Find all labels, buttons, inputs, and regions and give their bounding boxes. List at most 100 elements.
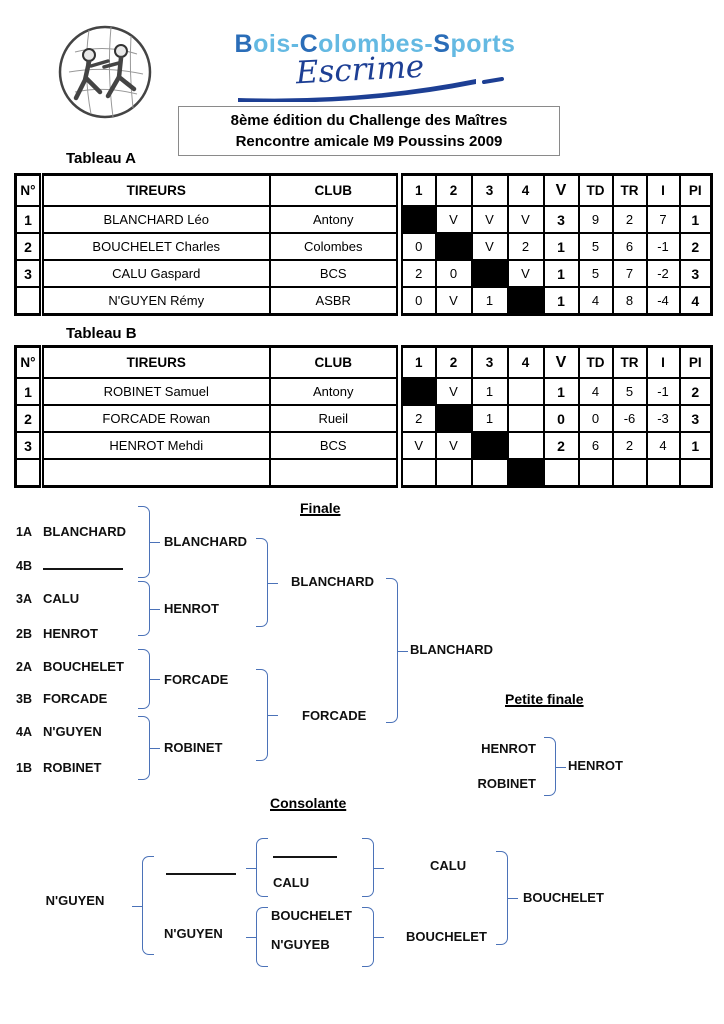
cell: 2: [14, 232, 43, 261]
cell: [678, 458, 713, 488]
bracket-winner: FORCADE: [164, 672, 229, 687]
bracket-brace: [138, 581, 160, 636]
cell: 9: [577, 205, 614, 234]
bracket-winner: BOUCHELET: [406, 929, 487, 944]
cell: [268, 458, 401, 488]
bracket-brace: [496, 851, 518, 945]
cell: V: [396, 431, 437, 460]
cell: 4: [678, 286, 713, 316]
petite-finale-title: Petite finale: [505, 691, 584, 707]
column-header: TR: [611, 345, 648, 379]
cell: 0: [577, 404, 614, 433]
cell: V: [470, 232, 509, 261]
cell: V: [434, 286, 473, 316]
bracket-winner: FORCADE: [302, 708, 367, 723]
cell: 2: [14, 404, 43, 433]
cell: 2: [611, 431, 648, 460]
cell: 2: [678, 377, 713, 406]
bracket-winner: BLANCHARD: [291, 574, 375, 589]
cell: 2: [396, 404, 437, 433]
cell: 1: [542, 232, 580, 261]
bracket-winner: ROBINET: [164, 740, 223, 755]
cell: HENROT Mehdi: [39, 431, 271, 460]
bracket-winner: HENROT: [568, 758, 623, 773]
column-header: TIREURS: [39, 345, 271, 379]
cell: 3: [14, 431, 43, 460]
cell: 3: [678, 404, 713, 433]
bracket-winner: N'GUYEN: [164, 926, 223, 941]
bracket-brace: [256, 669, 278, 761]
club-name-initial: S: [433, 30, 451, 58]
cell: BOUCHELET Charles: [39, 232, 271, 261]
consolante-title: Consolante: [270, 795, 347, 811]
cell: BCS: [268, 431, 401, 460]
column-header: CLUB: [268, 173, 401, 207]
column-header: 4: [506, 345, 545, 379]
cell: Antony: [268, 377, 401, 406]
column-header: 2: [434, 173, 473, 207]
bracket-entry: N'GUYEN: [45, 893, 105, 908]
cell: [506, 286, 545, 316]
column-header: N°: [14, 173, 43, 207]
cell: 7: [645, 205, 681, 234]
table-row: [14, 458, 713, 488]
cell: [542, 458, 580, 488]
cell: 1: [470, 377, 509, 406]
cell: [506, 458, 545, 488]
bracket-winner: BOUCHELET: [523, 890, 604, 905]
bracket-brace: [246, 838, 268, 897]
blank-slot: [273, 844, 337, 858]
bracket-champion: BLANCHARD: [410, 642, 494, 657]
column-header: 1: [396, 345, 437, 379]
club-logo-fencers-icon: [58, 25, 152, 119]
cell: [506, 377, 545, 406]
cell: 5: [611, 377, 648, 406]
bracket-brace: [246, 907, 268, 967]
cell: [645, 458, 681, 488]
cell: 1: [470, 404, 509, 433]
cell: 4: [645, 431, 681, 460]
cell: [611, 458, 648, 488]
club-name: Bois-Colombes-Sports: [234, 30, 516, 58]
cell: [396, 377, 437, 406]
column-header: V: [542, 345, 580, 379]
column-header: I: [645, 345, 681, 379]
cell: V: [506, 259, 545, 288]
cell: 1: [14, 205, 43, 234]
cell: [434, 404, 473, 433]
swoosh-underline: [238, 77, 504, 102]
cell: 6: [577, 431, 614, 460]
column-header: 1: [396, 173, 437, 207]
cell: 5: [577, 259, 614, 288]
cell: 0: [396, 232, 437, 261]
event-title-line1: 8ème édition du Challenge des Maîtres: [230, 112, 508, 129]
column-header: I: [645, 173, 681, 207]
cell: V: [434, 431, 473, 460]
cell: 1: [470, 286, 509, 316]
bracket-brace: [362, 838, 384, 897]
cell: 8: [611, 286, 648, 316]
column-header: CLUB: [268, 345, 401, 379]
cell: 5: [577, 232, 614, 261]
cell: [470, 259, 509, 288]
cell: -3: [645, 404, 681, 433]
cell: 2: [542, 431, 580, 460]
cell: 7: [611, 259, 648, 288]
cell: 0: [542, 404, 580, 433]
bracket-winner: HENROT: [164, 601, 219, 616]
cell: 2: [396, 259, 437, 288]
cell: Colombes: [268, 232, 401, 261]
column-header: 3: [470, 345, 509, 379]
table-b-label: Tableau B: [66, 325, 137, 342]
bracket-brace: [256, 538, 278, 627]
cell: 6: [611, 232, 648, 261]
cell: -2: [645, 259, 681, 288]
